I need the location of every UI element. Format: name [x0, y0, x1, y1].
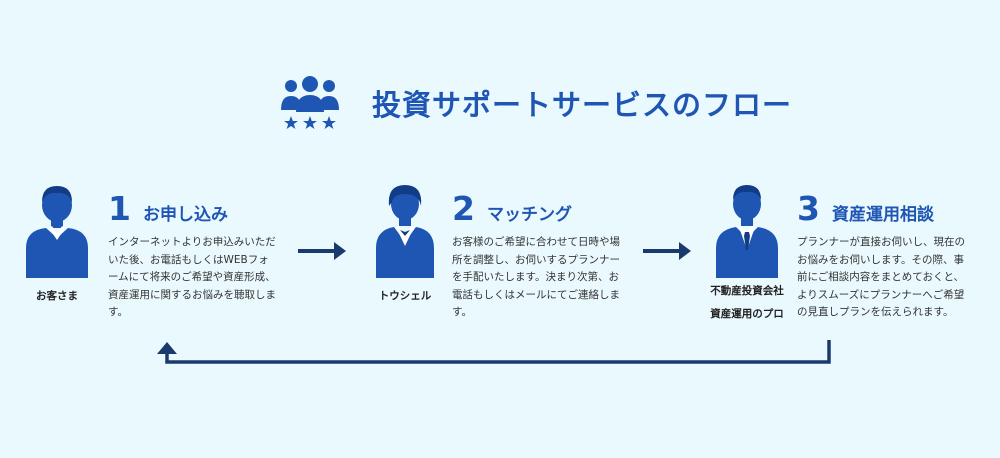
page-title: 投資サポートサービスのフロー: [372, 88, 793, 122]
step-2-description: お客様のご希望に合わせて日時や場所を調整し、お伺いするプランナーを手配いたします…: [452, 236, 620, 318]
step-2-header: 2 マッチング: [452, 192, 572, 225]
step-1-description: インターネットよりお申込みいただいた後、お電話もしくはWEBフォームにて将来のご…: [108, 236, 276, 318]
businessman-icon: [712, 180, 782, 280]
step-3-description: プランナーが直接お伺いし、現在のお悩みをお伺いします。その際、事前にご相談内容を…: [797, 236, 965, 318]
step-3-header: 3 資産運用相談: [797, 192, 934, 225]
right-arrow-icon: [298, 242, 346, 260]
step-number: 1: [108, 189, 131, 228]
role-label-toushel: トウシェル: [378, 290, 432, 302]
female-staff-icon: [370, 180, 440, 280]
step-1-header: 1 お申し込み: [108, 192, 228, 225]
page-header: 投資サポートサービスのフロー: [278, 70, 838, 140]
step-title: マッチング: [486, 205, 572, 225]
customer-person-icon: [22, 180, 92, 280]
role-label-customer: お客さま: [36, 290, 78, 302]
right-arrow-icon: [643, 242, 691, 260]
role-label-pro: 資産運用のプロ: [710, 308, 784, 320]
step-title: お申し込み: [142, 205, 228, 225]
team-stars-icon: [281, 76, 339, 129]
step-title: 資産運用相談: [831, 205, 934, 225]
step-number: 2: [452, 189, 475, 228]
role-label-company: 不動産投資会社: [710, 285, 784, 297]
step-number: 3: [797, 189, 820, 228]
